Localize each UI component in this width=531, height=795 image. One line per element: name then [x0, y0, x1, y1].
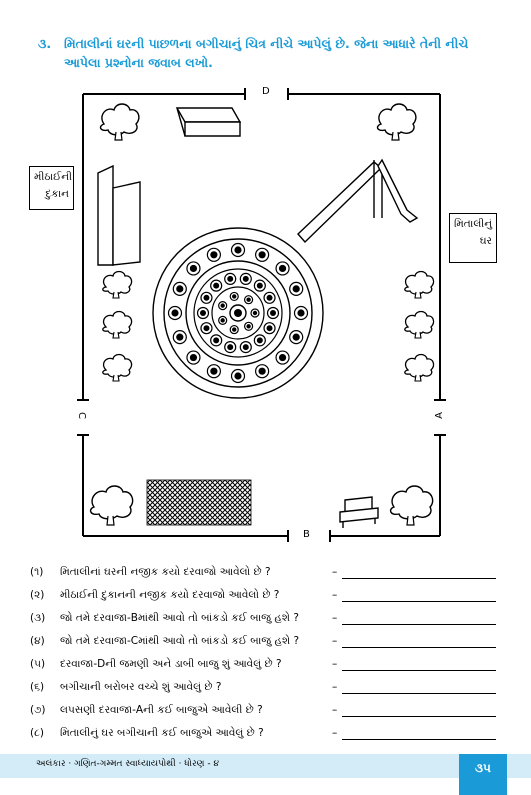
tree-icon: [404, 270, 435, 299]
gate-a-label: A: [433, 412, 445, 419]
question-row: (૧) મિતાલીનાં ઘરની નજીક કયો દરવાજો આવેલો…: [30, 566, 510, 586]
question-num: (૩): [30, 612, 46, 624]
footer-book-title: અલંકાર · ગણિત-ગમ્મત સ્વાધ્યાયપોથી · ધોરણ…: [36, 759, 220, 769]
fountain-icon: [152, 227, 324, 399]
footer-band: [0, 754, 531, 778]
tree-icon: [89, 485, 134, 526]
answer-dash: –: [332, 704, 338, 716]
question-row: (૩) જો તમે દરવાજા-Bમાંથી આવો તો બાંકડો ક…: [30, 612, 510, 632]
question-text: જો તમે દરવાજા-Cમાંથી આવો તો બાંકડો કઈ બા…: [60, 635, 300, 647]
question-row: (૭) લપસણી દરવાજા-Aની કઈ બાજુએ આવેલી છે ?…: [30, 704, 510, 724]
slide-icon: [297, 158, 419, 244]
tree-icon: [99, 103, 140, 141]
answer-line[interactable]: [342, 578, 496, 579]
answer-line[interactable]: [342, 739, 496, 740]
question-num: (૧): [30, 566, 44, 578]
question-text: લપસણી દરવાજા-Aની કઈ બાજુએ આવેલી છે ?: [60, 704, 263, 716]
answer-line[interactable]: [342, 716, 496, 717]
question-row: (૬) બગીચાની બરોબર વચ્ચે શું આવેલું છે ? …: [30, 681, 510, 701]
tree-icon: [404, 310, 435, 339]
question-instruction: મિતાલીનાં ઘરની પાછળના બગીચાનું ચિત્ર નીચ…: [64, 36, 469, 70]
question-text: દરવાજા-Dની જમણી અને ડાબી બાજુ શું આવેલું…: [60, 658, 282, 670]
answer-dash: –: [332, 635, 338, 647]
garden-boundary: [77, 88, 446, 542]
answer-line[interactable]: [342, 647, 496, 648]
question-text: મિતાલીનું ઘર બગીચાની કઈ બાજુએ આવેલું છે …: [60, 727, 264, 739]
sweet-shop-label: મીઠાઈની દુકાન: [34, 171, 73, 200]
answer-line[interactable]: [342, 693, 496, 694]
tree-icon: [376, 103, 417, 141]
answer-line[interactable]: [342, 624, 496, 625]
gate-c-label: C: [75, 412, 87, 419]
question-num: (૬): [30, 681, 45, 693]
bench-icon: [175, 107, 242, 137]
tree-icon: [102, 310, 133, 339]
bench-icon: [339, 496, 379, 528]
question-text: જો તમે દરવાજા-Bમાંથી આવો તો બાંકડો કઈ બા…: [60, 612, 299, 624]
question-num: (૨): [30, 589, 45, 601]
answer-dash: –: [332, 589, 338, 601]
question-row: (૪) જો તમે દરવાજા-Cમાંથી આવો તો બાંકડો ક…: [30, 635, 510, 655]
mitali-house-label: મિતાલીનું ઘર: [454, 218, 493, 247]
answer-line[interactable]: [342, 670, 496, 671]
question-num: (૪): [30, 635, 45, 647]
tree-icon: [102, 270, 133, 299]
tree-icon: [389, 485, 434, 526]
question-text: મિતાલીનાં ઘરની નજીક કયો દરવાજો આવેલો છે …: [60, 566, 271, 578]
sweet-shop-box: મીઠાઈની દુકાન: [29, 166, 74, 210]
answer-dash: –: [332, 681, 338, 693]
tree-icon: [102, 353, 133, 382]
question-text: બગીચાની બરોબર વચ્ચે શું આવેલું છે ?: [60, 681, 222, 693]
garden-map: [77, 88, 446, 542]
answer-dash: –: [332, 566, 338, 578]
answer-dash: –: [332, 612, 338, 624]
question-num: (૭): [30, 704, 46, 716]
gate-b-label: B: [303, 529, 310, 540]
answer-dash: –: [332, 658, 338, 670]
bench-icon: [97, 164, 141, 266]
gate-d-label: D: [262, 86, 270, 97]
question-row: (૫) દરવાજા-Dની જમણી અને ડાબી બાજુ શું આવ…: [30, 658, 510, 678]
answer-dash: –: [332, 727, 338, 739]
page-number: ૩૫: [459, 754, 507, 795]
question-row: (૨) મીઠાઈની દુકાનની નજીક કયો દરવાજો આવેલ…: [30, 589, 510, 609]
question-row: (૮) મિતાલીનું ઘર બગીચાની કઈ બાજુએ આવેલું…: [30, 727, 510, 747]
mitali-house-box: મિતાલીનું ઘર: [449, 213, 497, 263]
question-number: ૩.: [38, 36, 52, 51]
question-num: (૮): [30, 727, 44, 739]
question-num: (૫): [30, 658, 46, 670]
tree-icon: [404, 353, 435, 382]
sandpit-area: [146, 479, 252, 526]
question-text: મીઠાઈની દુકાનની નજીક કયો દરવાજો આવેલો છે…: [60, 589, 280, 601]
answer-line[interactable]: [342, 601, 496, 602]
